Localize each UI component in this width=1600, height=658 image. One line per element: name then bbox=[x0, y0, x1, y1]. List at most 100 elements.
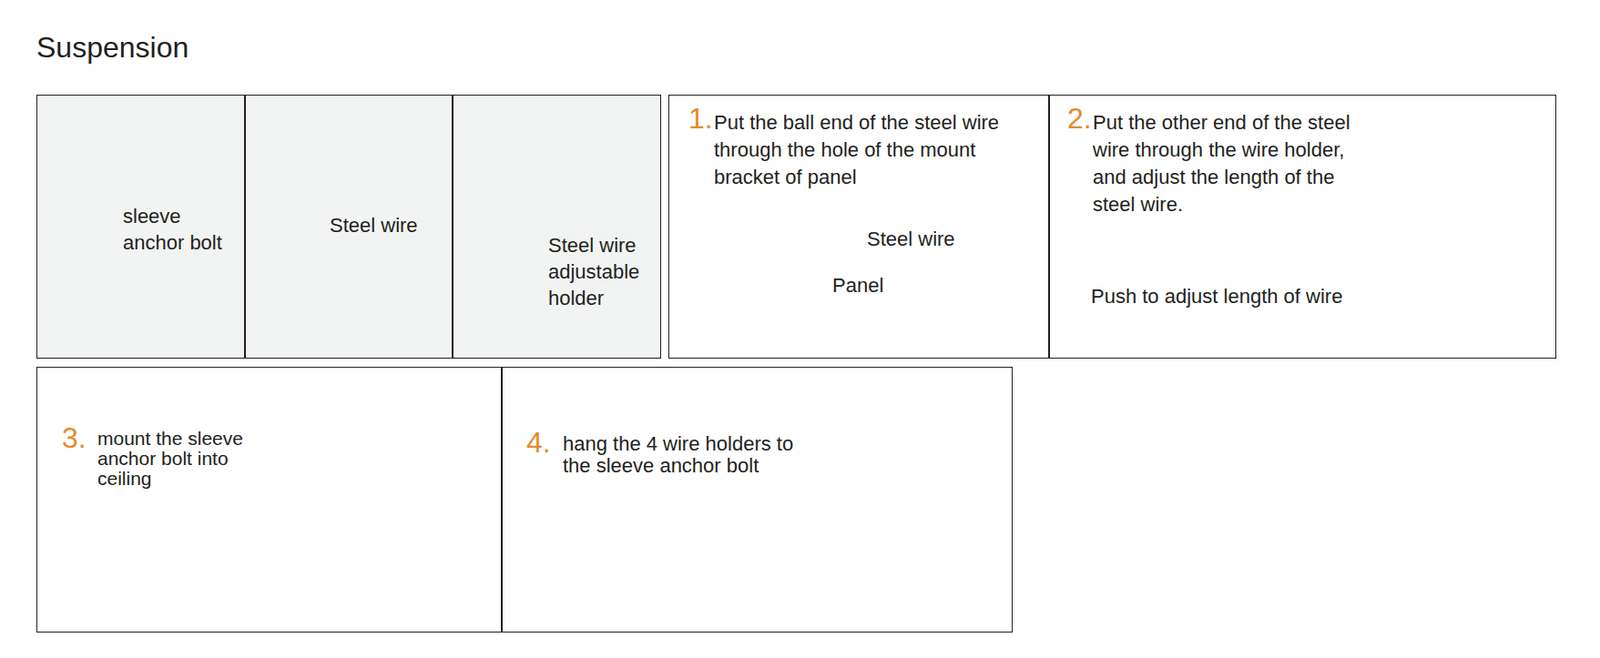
step-number: 1. bbox=[688, 102, 714, 134]
anchor-bolt-figure bbox=[60, 130, 126, 293]
holder-adjust-figure-part bbox=[1385, 256, 1402, 317]
hanging-panel-figure-part bbox=[872, 486, 892, 516]
panel-figure-part bbox=[832, 234, 862, 235]
wire-holder-figure bbox=[865, 458, 900, 489]
part-panel: sleeve anchor bolt bbox=[36, 94, 245, 359]
part-panel: Steel wire adjustable holder bbox=[452, 94, 662, 359]
anchor-bolt-figure-part-part bbox=[864, 424, 873, 428]
part-name: Steel wire adjustable holder bbox=[548, 232, 658, 312]
wire-holder-figure-part bbox=[884, 461, 900, 489]
step-number: 4. bbox=[526, 427, 551, 459]
wire-holder-figure-part-part bbox=[481, 214, 541, 296]
wire-holder-figure-part-part bbox=[501, 295, 519, 308]
step-number: 3. bbox=[61, 422, 87, 454]
hanging-panel-figure-part bbox=[876, 515, 897, 594]
wire-holder-figure bbox=[465, 152, 557, 308]
hanging-panel-figure-part bbox=[774, 515, 877, 585]
panel-figure-part bbox=[725, 336, 734, 346]
ceiling-figure-part bbox=[289, 451, 459, 454]
anchor-bolt-figure-part-part bbox=[347, 505, 381, 552]
wire-holder-figure-part-part bbox=[1469, 218, 1494, 239]
callout-label: Steel wire bbox=[866, 225, 956, 253]
anchor-bolt-figure-part bbox=[60, 130, 126, 293]
step-instruction: Put the other end of the steel wire thro… bbox=[1092, 109, 1366, 219]
wire-holder-figure-part-part bbox=[886, 473, 897, 483]
holder-adjust-figure-part bbox=[1414, 258, 1417, 286]
hanging-panel-figure-part bbox=[775, 588, 976, 600]
step-instruction: Put the ball end of the steel wire throu… bbox=[713, 109, 1046, 192]
steel-wire-figure-part bbox=[258, 120, 304, 301]
hanging-panel-figure-part bbox=[866, 515, 877, 578]
wire-holder-figure-part-part bbox=[481, 227, 541, 279]
step-panel: 4. hang the 4 wire holders to the sleeve … bbox=[501, 366, 1013, 633]
step-number: 2. bbox=[1067, 102, 1092, 134]
steel-wire-figure-part bbox=[301, 122, 315, 274]
step-instruction: mount the sleeve anchor bolt into ceilin… bbox=[97, 428, 266, 490]
steel-wire-figure-part bbox=[307, 319, 316, 329]
anchor-bolt-figure-part-part bbox=[63, 130, 75, 194]
steel-wire-figure-part bbox=[253, 299, 261, 309]
part-name: sleeve anchor bolt bbox=[122, 203, 240, 256]
panel-figure-part bbox=[709, 299, 716, 306]
holder-adjust-figure-part bbox=[1458, 152, 1494, 328]
wire-holder-figure-part-part bbox=[1402, 229, 1408, 235]
ceiling-figure-part bbox=[378, 465, 381, 497]
step-panel: 1.Put the ball end of the steel wire thr… bbox=[668, 94, 1050, 359]
holder-adjust-figure-part bbox=[1494, 268, 1497, 296]
anchor-bolt-figure-part-part bbox=[351, 470, 353, 496]
anchor-bolt-figure-part-part bbox=[68, 137, 70, 185]
anchor-bolt-figure bbox=[346, 467, 381, 552]
anchor-bolt-figure-part-part bbox=[348, 467, 355, 500]
anchor-bolt-figure-part-part bbox=[867, 400, 869, 422]
panel-figure-part bbox=[702, 341, 704, 347]
step-panel: 3. mount the sleeve anchor bolt into ceil… bbox=[36, 366, 502, 633]
wire-holder-figure-part bbox=[1389, 181, 1421, 235]
panel-figure-part bbox=[702, 219, 887, 342]
steel-wire-figure-part bbox=[317, 309, 326, 319]
wire-holder-figure-part-part bbox=[1395, 206, 1416, 225]
wire-holder-figure-part-part bbox=[870, 482, 874, 485]
ceiling-figure-part bbox=[289, 432, 459, 453]
step-instruction: hang the 4 wire holders to the sleeve an… bbox=[562, 433, 811, 478]
anchor-bolt-figure-part-part bbox=[61, 203, 126, 293]
ceiling-figure-part bbox=[289, 431, 459, 434]
anchor-bolt-figure-part bbox=[346, 467, 381, 552]
wire-holder-figure-part-part bbox=[1477, 244, 1485, 251]
panel-figure-part bbox=[703, 336, 887, 347]
wire-holder-figure-part-part bbox=[1395, 202, 1416, 230]
panel-figure-part bbox=[722, 225, 729, 233]
wire-holder-figure-part-part bbox=[1469, 213, 1494, 245]
steel-wire-figure bbox=[253, 118, 326, 329]
hanging-panel-figure-part bbox=[774, 577, 978, 596]
wire-holder-figure bbox=[1389, 181, 1500, 251]
anchor-bolt-figure-part-part bbox=[60, 190, 79, 196]
anchor-bolt-figure-part-part bbox=[865, 397, 870, 427]
holder-adjust-figure bbox=[1385, 152, 1497, 328]
wire-holder-figure-part-part bbox=[876, 485, 880, 488]
wire-holder-figure-part-part bbox=[883, 482, 887, 485]
ceiling-figure-part bbox=[347, 442, 356, 453]
panel-figure-part bbox=[854, 327, 861, 335]
wire-holder-figure-part-part bbox=[886, 471, 897, 486]
hanging-panel-figure bbox=[774, 486, 978, 600]
wire-holder-figure-part bbox=[1463, 188, 1500, 251]
panel-figure-part bbox=[731, 221, 846, 341]
ceiling-figure bbox=[289, 432, 459, 497]
page-title: Suspension bbox=[36, 30, 189, 64]
anchor-bolt-figure-part-part bbox=[864, 426, 872, 430]
step-note: Push to adjust length of wire bbox=[1090, 283, 1343, 310]
step-panel: 2.Put the other end of the steel wire th… bbox=[1049, 94, 1557, 359]
anchor-bolt-figure-part-part bbox=[346, 498, 357, 501]
steel-wire-figure-part bbox=[289, 118, 307, 299]
anchor-bolt-figure-part-part bbox=[61, 195, 78, 204]
steel-wire-figure-part bbox=[284, 297, 292, 307]
panel-figure-part bbox=[727, 218, 842, 339]
part-panel: Steel wire bbox=[244, 94, 453, 359]
panel-figure bbox=[702, 218, 887, 347]
part-name: Steel wire bbox=[329, 212, 447, 239]
callout-label: Panel bbox=[832, 272, 884, 299]
anchor-bolt-figure-part-part bbox=[346, 500, 356, 505]
wire-holder-figure-part bbox=[465, 152, 557, 308]
